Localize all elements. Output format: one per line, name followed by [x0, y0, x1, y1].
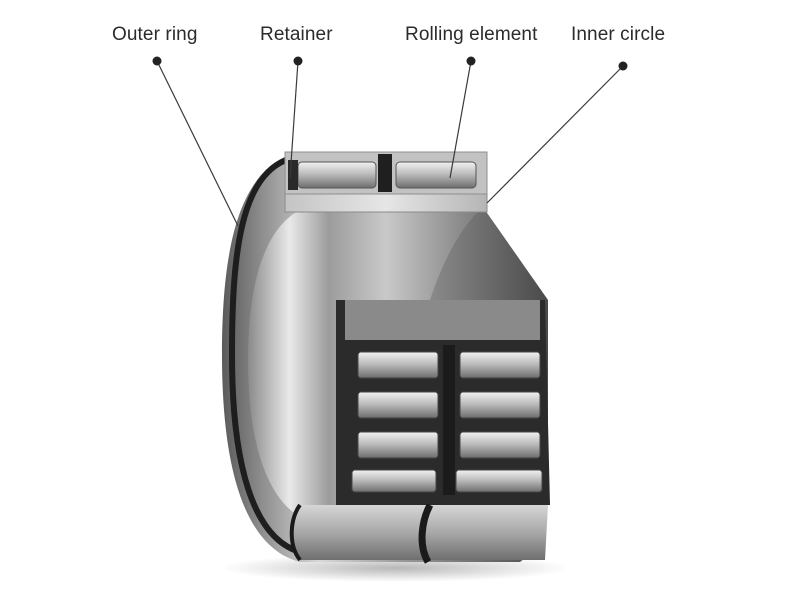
leader-rolling-element	[449, 60, 472, 179]
top-roller-right	[395, 161, 477, 189]
leader-outer-ring	[156, 60, 239, 227]
top-roller-left	[297, 161, 377, 189]
bore-surface	[248, 210, 478, 522]
inner-circle-top	[284, 193, 488, 213]
rollers-left-column	[351, 351, 439, 493]
label-rolling-element: Rolling element	[405, 24, 538, 45]
cut-retainer-divider	[443, 345, 455, 495]
leader-dots	[152, 56, 628, 71]
retainer-divider	[378, 154, 392, 192]
label-retainer: Retainer	[260, 24, 333, 45]
outer-ring-edge	[228, 155, 301, 555]
label-inner-circle: Inner circle	[571, 24, 666, 45]
leader-lines	[156, 60, 624, 227]
rollers-right-column	[455, 351, 543, 493]
dot-inner-circle	[618, 61, 628, 71]
label-outer-ring: Outer ring	[112, 24, 198, 45]
dot-outer-ring	[152, 56, 162, 66]
leader-retainer	[289, 60, 299, 179]
dot-rolling-element	[466, 56, 476, 66]
dot-retainer	[293, 56, 303, 66]
leader-inner-circle	[486, 65, 624, 204]
